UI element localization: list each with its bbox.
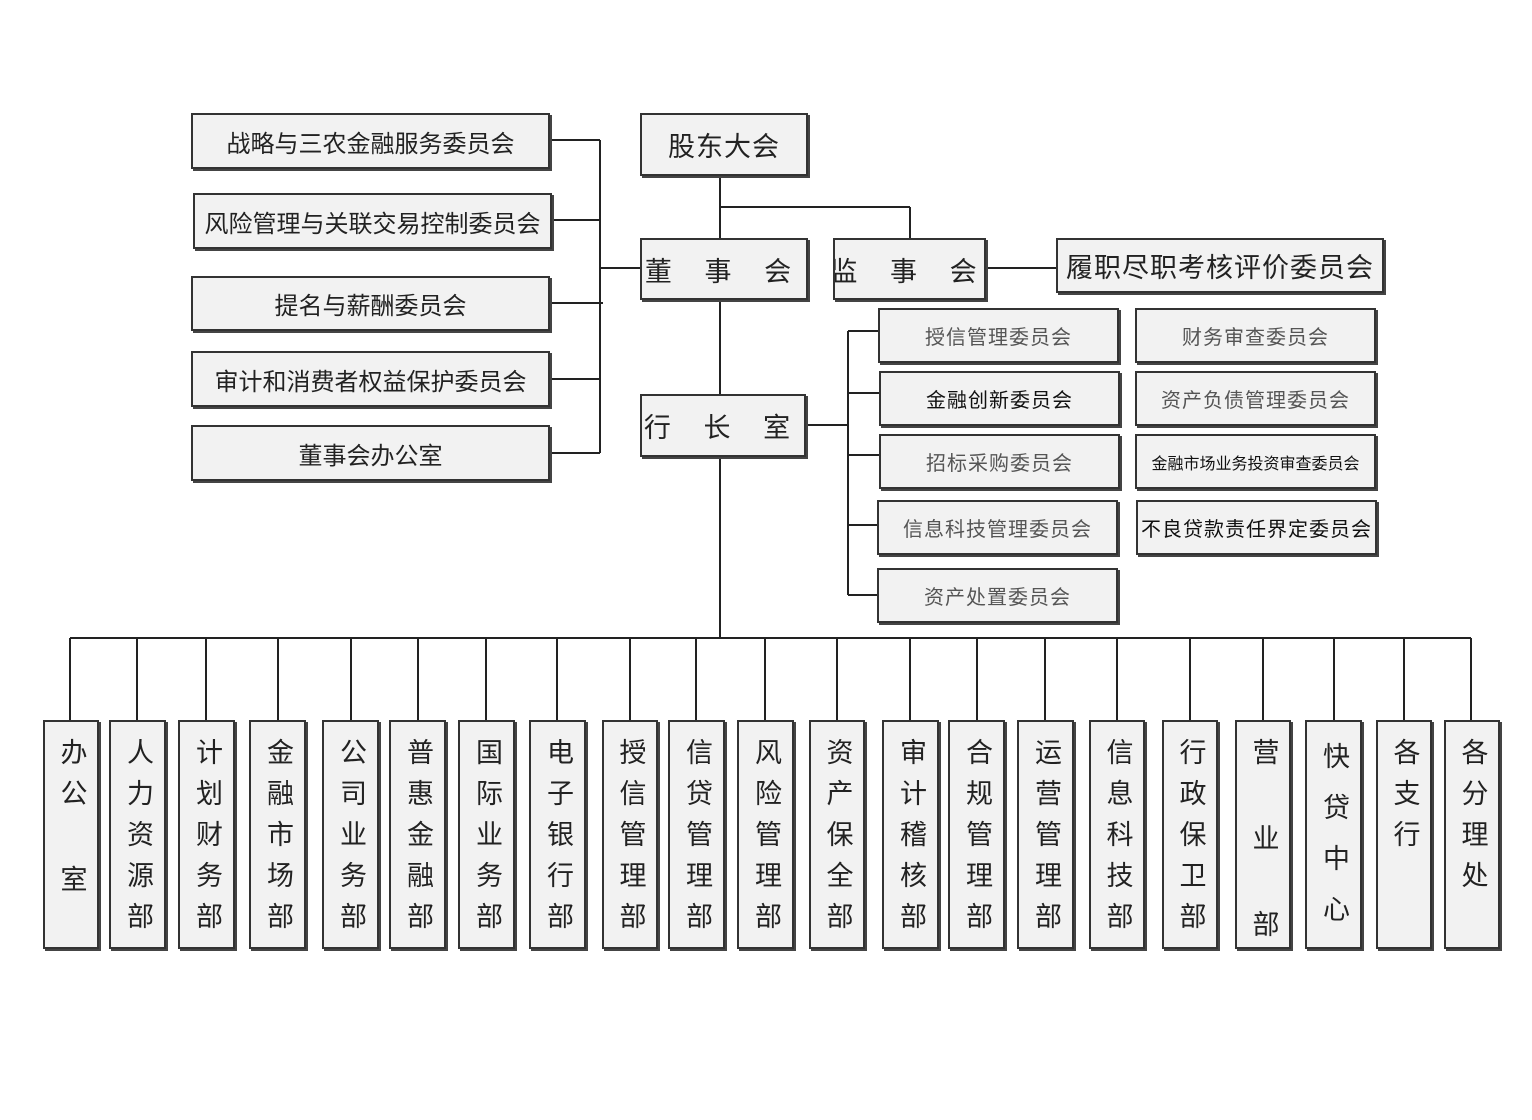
exec-committee-asset-disposal: 资产处置委员会 [877,568,1118,623]
dept-international-business: 国际业务部 [458,720,515,949]
dept-e-banking: 电子银行部 [529,720,586,949]
dept-audit: 审计稽核部 [882,720,939,949]
board-committee-risk: 风险管理与关联交易控制委员会 [193,193,552,249]
president-office-box: 行 长 室 [640,394,806,457]
dept-planning-finance: 计划财务部 [178,720,235,949]
dept-asset-preservation: 资产保全部 [809,720,865,949]
dept-financial-markets: 金融市场部 [249,720,306,949]
dept-sub-branches: 各分理处 [1444,720,1500,949]
dept-information-technology: 信息科技部 [1089,720,1145,949]
board-committee-audit: 审计和消费者权益保护委员会 [191,351,550,407]
dept-compliance: 合规管理部 [948,720,1005,949]
board-of-directors-box: 董 事 会 [640,238,808,300]
exec-committee-it: 信息科技管理委员会 [877,500,1118,555]
dept-branches: 各支行 [1376,720,1432,949]
supervisor-evaluation-committee-box: 履职尽职考核评价委员会 [1056,238,1384,293]
board-committee-nomination: 提名与薪酬委员会 [191,276,550,331]
dept-business-hall: 营 业 部 [1235,720,1291,949]
dept-risk-management: 风险管理部 [737,720,794,949]
exec-committee-alm: 资产负债管理委员会 [1135,371,1376,426]
dept-corporate-business: 公司业务部 [322,720,379,949]
exec-committee-finance-review: 财务审查委员会 [1135,308,1376,363]
exec-committee-market-investment: 金融市场业务投资审查委员会 [1135,434,1376,489]
exec-committee-npl-liability: 不良贷款责任界定委员会 [1136,500,1377,555]
board-office: 董事会办公室 [191,425,550,481]
board-of-supervisors-box: 监 事 会 [833,238,986,300]
exec-committee-innovation: 金融创新委员会 [879,371,1120,426]
dept-general-office: 办公 室 [43,720,99,949]
exec-committee-procurement: 招标采购委员会 [879,434,1120,489]
dept-human-resources: 人力资源部 [109,720,166,949]
dept-credit-management: 授信管理部 [602,720,658,949]
dept-inclusive-finance: 普惠金融部 [389,720,446,949]
dept-operations: 运营管理部 [1017,720,1074,949]
exec-committee-credit: 授信管理委员会 [878,308,1119,363]
dept-administration-security: 行政保卫部 [1162,720,1218,949]
shareholders-meeting-box: 股东大会 [640,113,808,176]
board-committee-strategy: 战略与三农金融服务委员会 [191,113,550,169]
dept-loan-management: 信贷管理部 [668,720,725,949]
dept-quick-loan-center: 快贷中心 [1305,720,1362,949]
